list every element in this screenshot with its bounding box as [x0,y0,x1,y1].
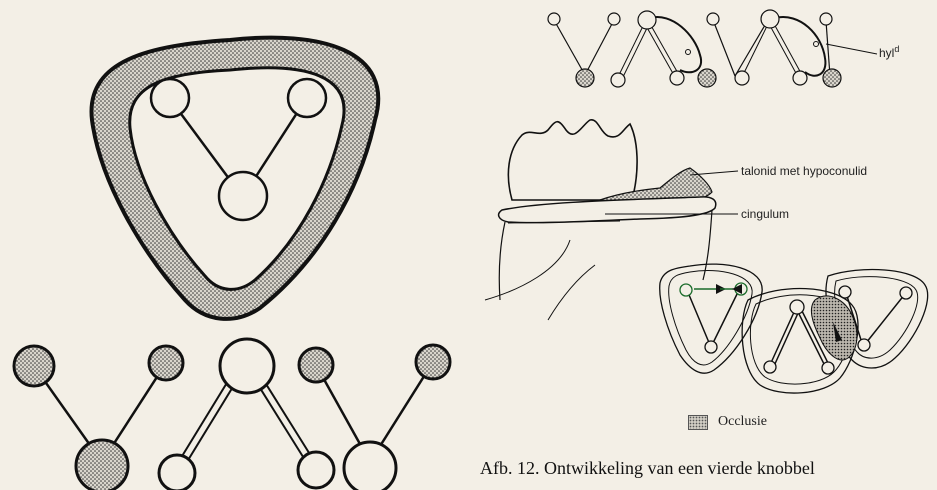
hyl-text: hyl [879,46,894,60]
hyl-superscript: d [894,44,899,54]
open-cusp-large [220,339,274,393]
cusp-chain-bottom-left [14,339,450,490]
hyl-label: hyld [879,44,899,60]
stippled-cusp-5 [416,345,450,379]
cingulum-label: cingulum [741,207,789,221]
occlusion-legend: Occlusie [688,414,767,430]
molar-side-view [485,120,738,320]
occlusion-swatch [688,415,708,430]
cusp-chain-top-right [548,10,877,87]
stippled-cusp-3 [76,440,128,490]
stippled-cusp-1 [14,346,54,386]
cusp-right [288,79,326,117]
open-cusp-6 [344,442,396,490]
occlusion-diagram [660,264,928,393]
open-cusp-4 [159,455,195,490]
stippled-cusp-2 [149,346,183,380]
occlusion-legend-label: Occlusie [718,414,767,430]
cusp-left [151,79,189,117]
tooth-outline-diagram [91,38,378,319]
cusp-bottom [219,172,267,220]
talonid-label: talonid met hypoconulid [741,164,867,178]
open-cusp-5 [298,452,334,488]
figure-caption: Afb. 12. Ontwikkeling van een vierde kno… [480,458,815,479]
stippled-cusp-4 [299,348,333,382]
